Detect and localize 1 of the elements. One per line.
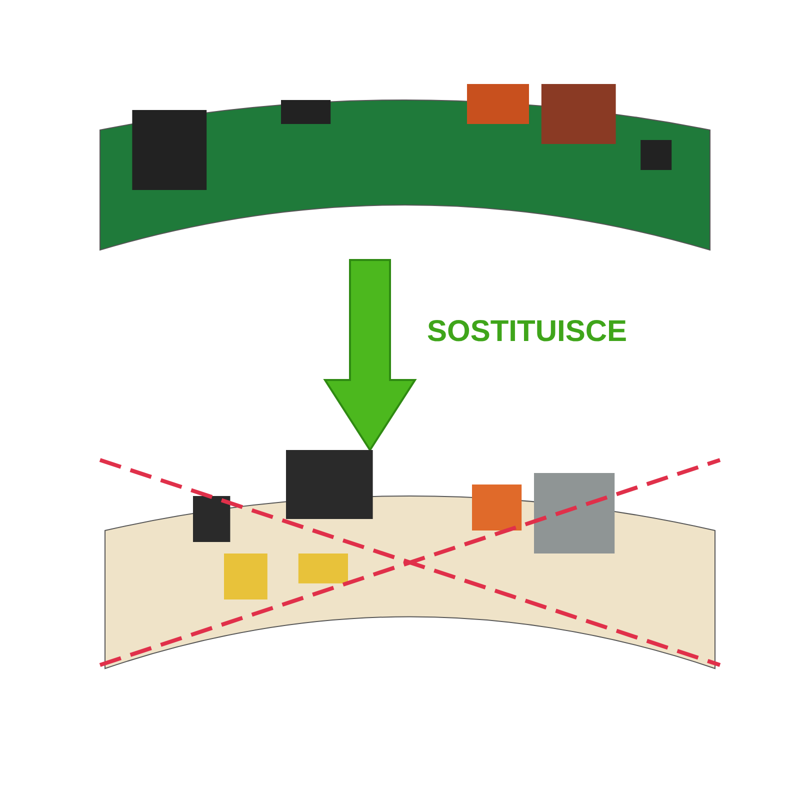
arrow	[323, 259, 417, 452]
